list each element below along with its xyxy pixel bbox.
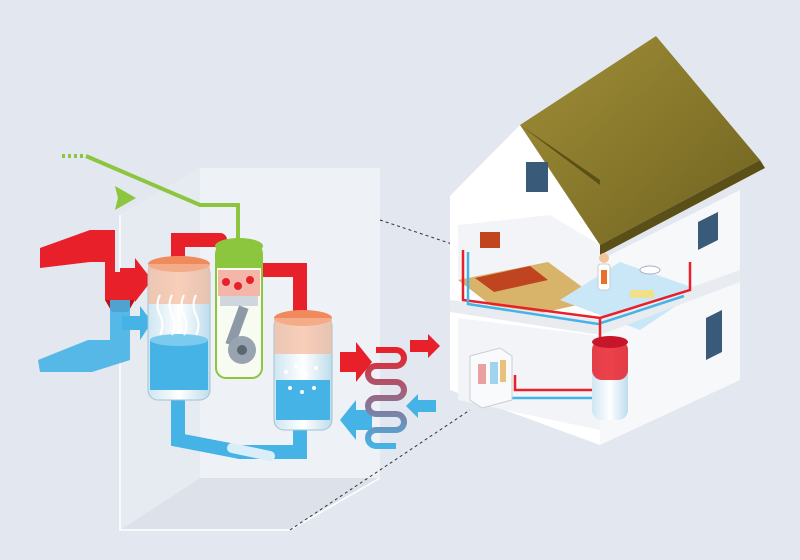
bath-mat: [630, 290, 654, 298]
hot-water-tank: [592, 336, 628, 420]
heat-pump-unit: [470, 348, 512, 408]
compressor: [215, 238, 263, 378]
sink-icon: [640, 266, 660, 274]
cold-air-out-arrow-icon: [38, 300, 130, 372]
house: [450, 36, 765, 445]
attic-window: [526, 162, 548, 192]
heat-delivery-coil: [368, 350, 404, 446]
coil-cold-arrow-icon: [406, 394, 436, 418]
electricity-arrow-icon: [118, 190, 132, 206]
person-icon: [598, 253, 610, 290]
evaporator: [148, 256, 210, 400]
lower-side-window: [706, 310, 722, 360]
radiator-icon: [480, 232, 500, 248]
coil-hot-arrow-icon: [410, 334, 440, 358]
condenser: [274, 310, 332, 430]
